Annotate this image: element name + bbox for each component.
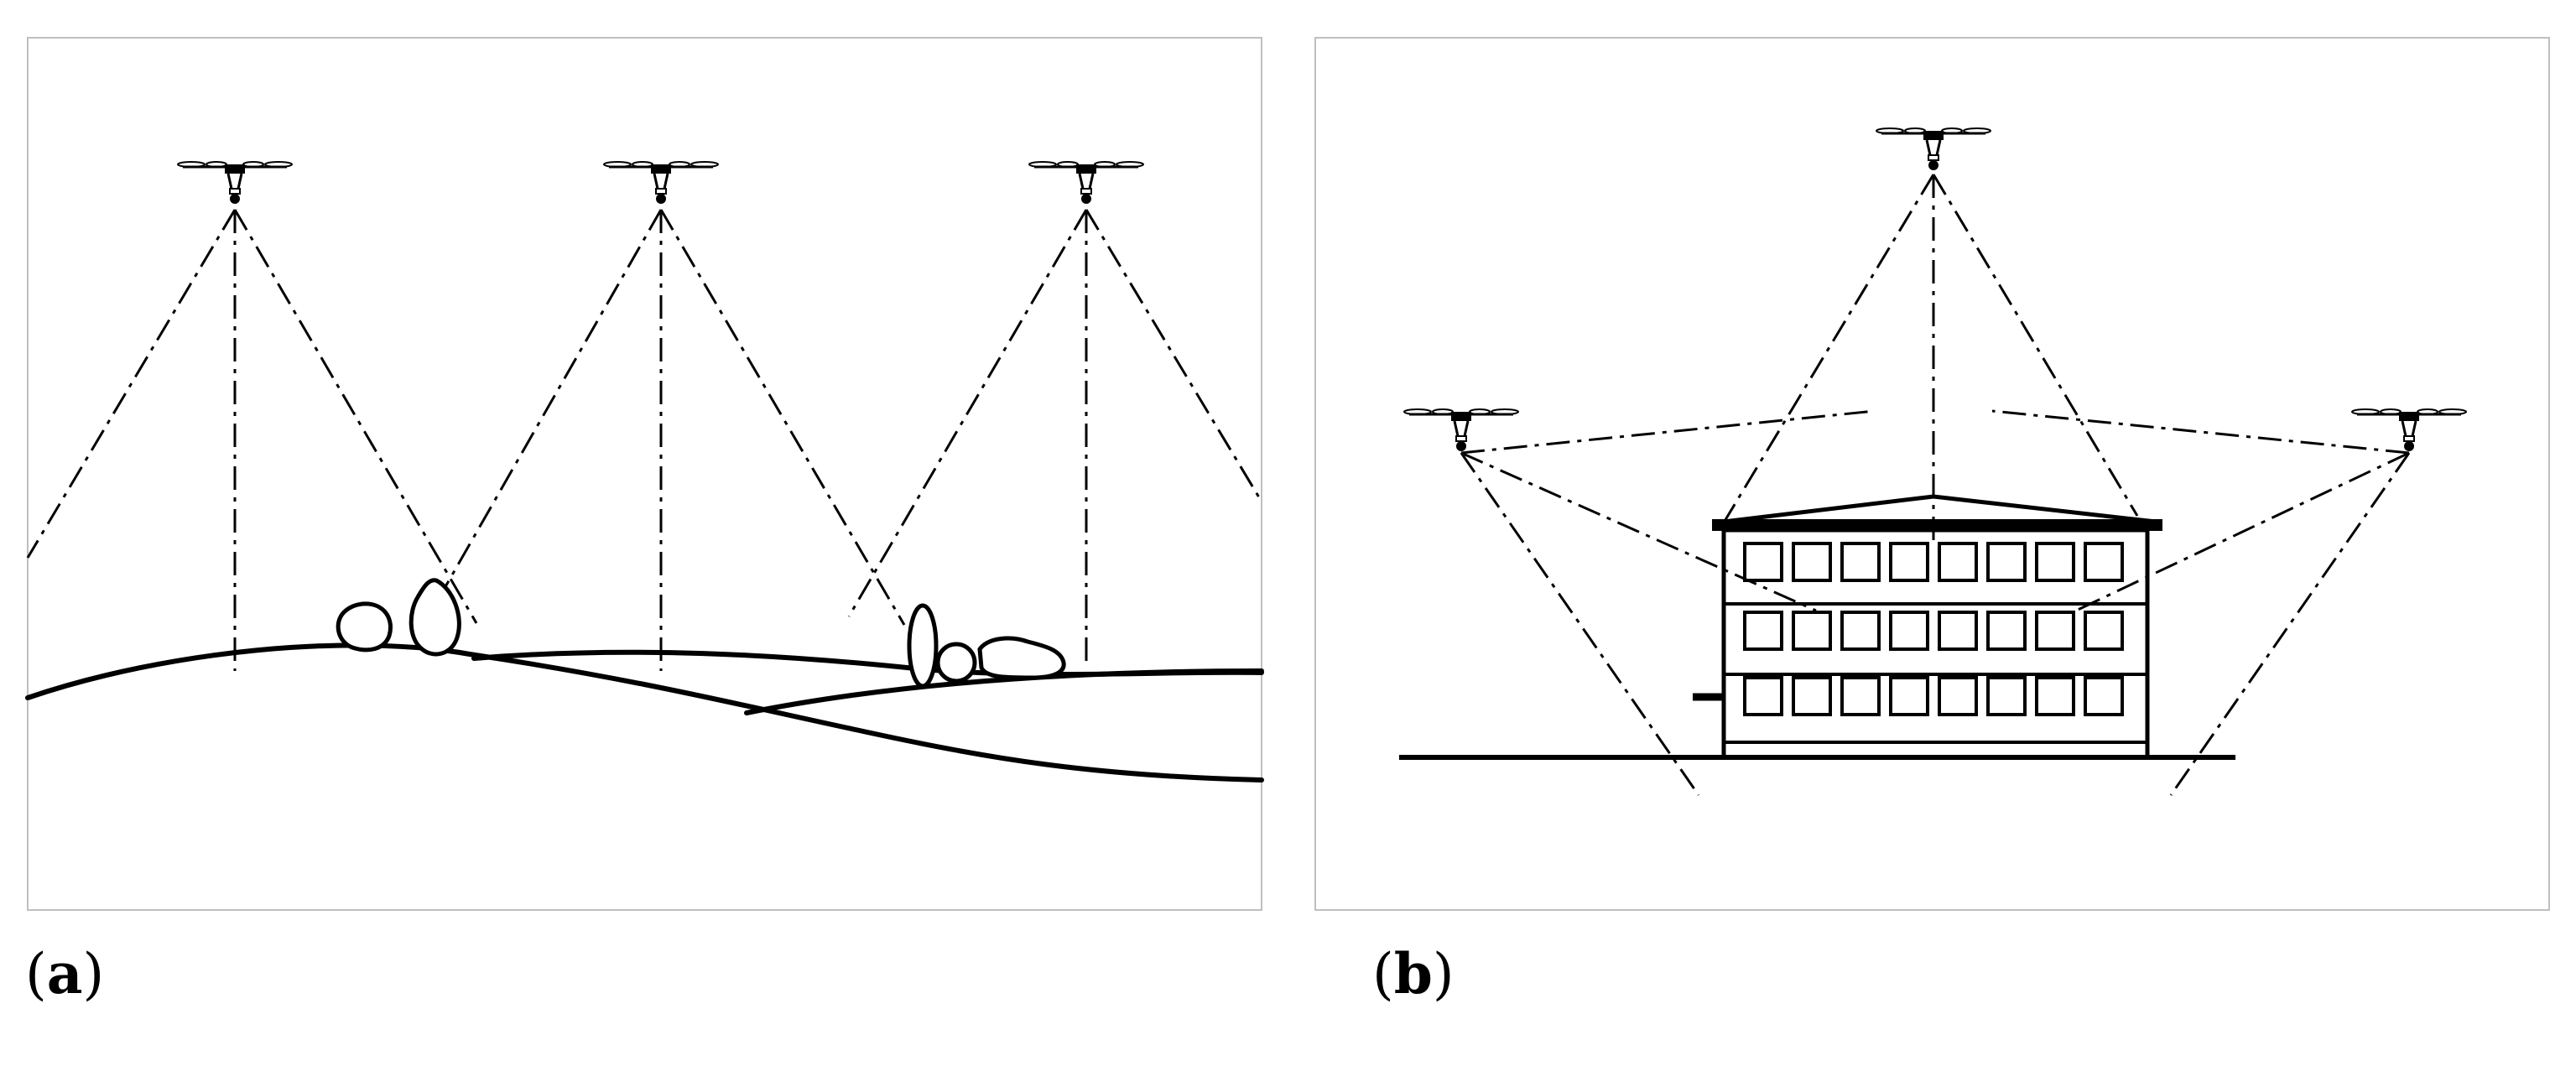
drone-icon [1402, 408, 1520, 453]
drones-a [176, 160, 1145, 205]
panel-b-caption: (b) [1372, 941, 1455, 1006]
panel-b-frame [1314, 37, 2550, 911]
terrain-hills [25, 642, 1264, 783]
building-windows [1743, 542, 2124, 716]
bush-icon [336, 601, 393, 653]
sensor-rays-a [26, 209, 1263, 671]
bush-icon [409, 578, 461, 657]
drone-icon [2350, 408, 2468, 453]
drone-icon [602, 160, 720, 205]
drone-icon [1875, 127, 1992, 172]
panel-a-frame [27, 37, 1262, 911]
bushes-a [336, 578, 1066, 689]
drone-icon [176, 160, 294, 205]
drone-icon [1028, 160, 1145, 205]
bush-icon [907, 603, 939, 689]
panel-a-caption: (a) [25, 941, 105, 1006]
bush-icon [977, 636, 1066, 680]
panel-a [25, 37, 1264, 911]
building-icon [1693, 494, 2162, 760]
sensor-rays-b [1460, 174, 2411, 796]
bush-icon [935, 642, 977, 684]
panel-b [1314, 37, 2550, 911]
